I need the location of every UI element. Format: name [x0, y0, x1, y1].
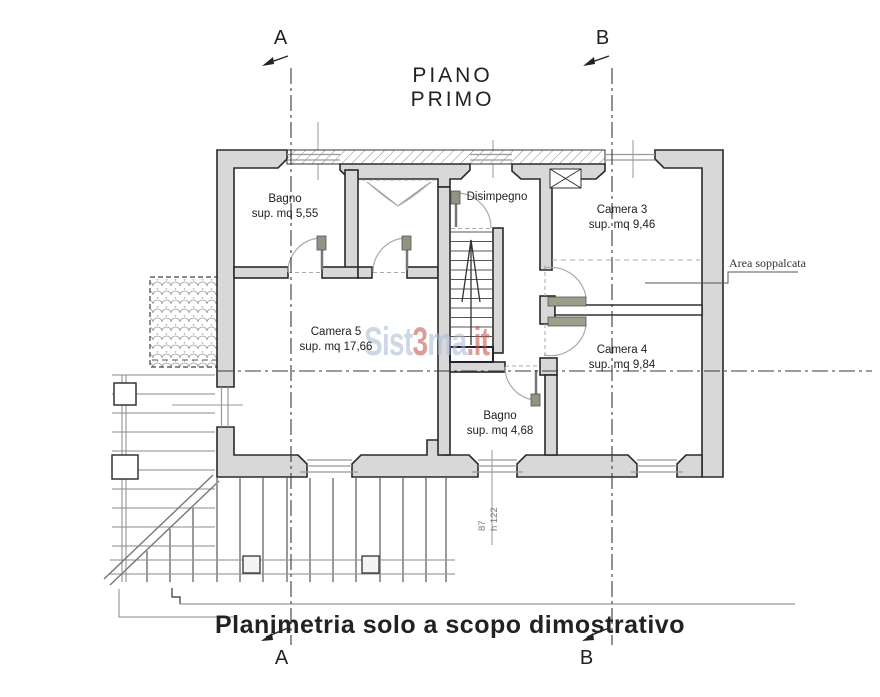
- watermark-part: .it: [466, 320, 490, 364]
- room-label-camera-5: Camera 5 sup. mq 17,66: [266, 325, 406, 355]
- walls: [216, 149, 724, 478]
- section-label-a-bottom: A: [274, 647, 289, 669]
- dim-height: h 122: [489, 507, 500, 531]
- dimension-lines: [172, 122, 634, 545]
- section-label-b-top: B: [595, 27, 610, 49]
- watermark-part: 3: [412, 320, 429, 364]
- dim-width: 87: [477, 520, 488, 531]
- windows: [220, 153, 683, 473]
- room-name: Camera 5: [310, 326, 362, 338]
- section-label-a-top: A: [273, 27, 288, 49]
- room-label-bagno-bottom: Bagno sup. mq 4,68: [430, 409, 570, 439]
- section-lines: [218, 55, 872, 645]
- plan-caption: Planimetria solo a scopo dimostrativo: [214, 611, 685, 639]
- soppalco-markers: [552, 259, 798, 284]
- room-label-camera-4: Camera 4 sup. mq 9,84: [552, 343, 692, 373]
- thresholds: [288, 228, 546, 367]
- stair-landing: [449, 346, 494, 363]
- room-name: Bagno: [268, 193, 302, 205]
- room-label-disimpegno: Disimpegno: [437, 190, 557, 205]
- stair-direction-arrow: [461, 239, 481, 345]
- area-soppalcata-label: Area soppalcata: [729, 256, 806, 270]
- partition-camera3-camera4: [554, 304, 703, 316]
- window-dimension-label: 87 h 122: [477, 477, 500, 531]
- room-area: sup. mq 17,66: [299, 341, 373, 353]
- balusters: [146, 478, 447, 582]
- plan-title: PIANO PRIMO: [410, 64, 495, 111]
- watermark-part: Sist: [364, 320, 413, 364]
- room-name: Bagno: [483, 410, 517, 422]
- room-name: Camera 3: [596, 204, 648, 216]
- room-area: sup. mq 5,55: [251, 208, 319, 220]
- watermark-part: ma: [427, 320, 467, 364]
- section-label-b-bottom: B: [579, 647, 594, 669]
- external-staircase: [103, 374, 455, 586]
- room-label-bagno-top: Bagno sup. mq 5,55: [215, 192, 355, 222]
- shaft-box: [549, 168, 582, 189]
- doors: [287, 179, 587, 407]
- room-area: sup. mq 9,84: [588, 359, 656, 371]
- room-name: Disimpegno: [466, 191, 528, 203]
- room-label-camera-3: Camera 3 sup. mq 9,46: [552, 203, 692, 233]
- lintel-hatch-band: [286, 149, 606, 165]
- watermark: Sist3ma.it: [364, 320, 490, 365]
- ground-outline: [118, 588, 795, 618]
- room-name: Camera 4: [596, 344, 648, 356]
- room-area: sup. mq 4,68: [466, 425, 534, 437]
- internal-staircase: [449, 231, 494, 363]
- section-ticks: [261, 55, 610, 641]
- double-casement-door: [362, 179, 436, 207]
- room-area: sup. mq 9,46: [588, 219, 656, 231]
